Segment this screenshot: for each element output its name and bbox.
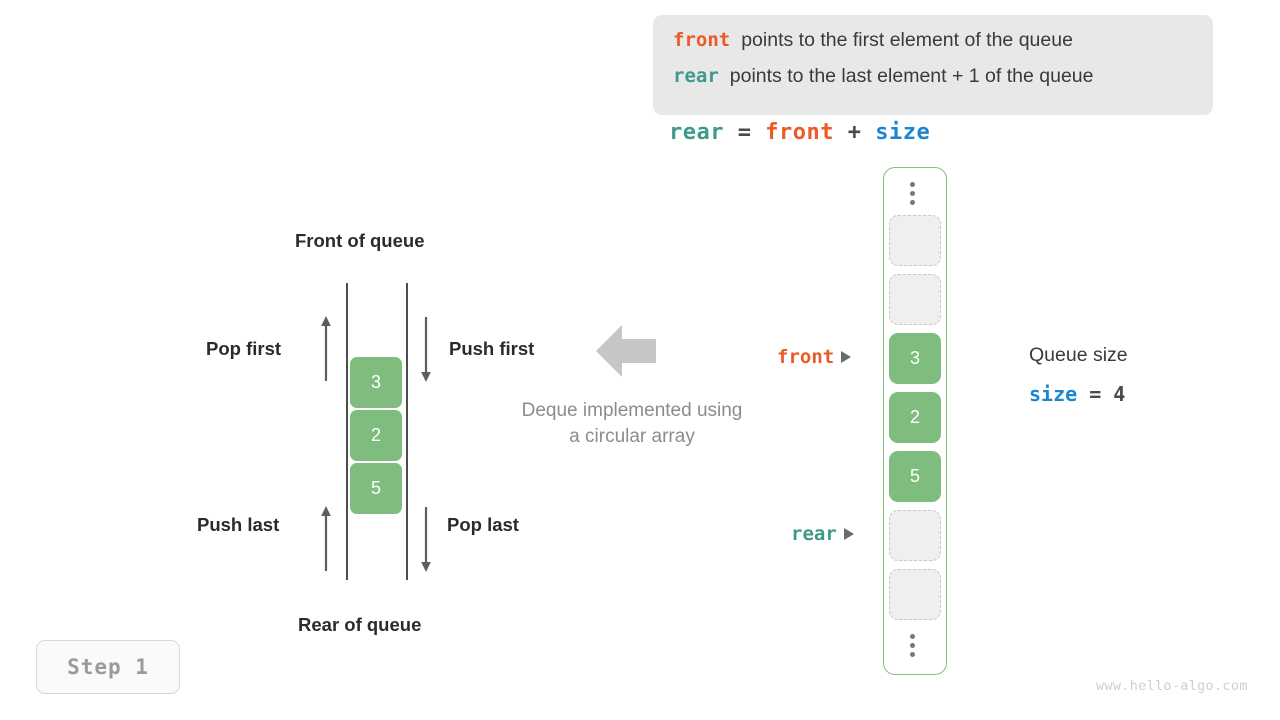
arrow-down-icon — [421, 317, 431, 382]
array-slot: 2 — [889, 392, 941, 443]
big-left-arrow-icon — [596, 325, 656, 377]
size-equals: = — [1077, 382, 1114, 406]
formula-rear: rear — [669, 120, 724, 145]
array-slot — [889, 274, 941, 325]
legend-text-rear: points to the last element + 1 of the qu… — [729, 65, 1094, 87]
legend-line-front: front points to the first element of the… — [673, 29, 1193, 65]
rear-of-queue-label: Rear of queue — [298, 614, 422, 635]
deque-cell: 2 — [350, 410, 402, 461]
formula-equals: = — [723, 120, 766, 145]
watermark: www.hello-algo.com — [1096, 678, 1248, 694]
diagram-caption: Deque implemented using a circular array — [492, 398, 772, 450]
size-variable: size — [1029, 382, 1078, 406]
label-pop-first: Pop first — [206, 338, 282, 359]
array-slot — [889, 510, 941, 561]
legend-line-rear: rear points to the last element + 1 of t… — [673, 65, 1193, 101]
arrow-up-icon — [321, 316, 331, 381]
size-value: 4 — [1113, 382, 1126, 406]
queue-size-title: Queue size — [1029, 344, 1128, 366]
step-badge: Step 1 — [36, 640, 180, 694]
arrow-down-icon — [421, 507, 431, 572]
formula-rear-equals-front-plus-size: rear = front + size — [669, 120, 930, 145]
deque-rail-right — [406, 283, 408, 580]
array-slot — [889, 215, 941, 266]
array-slot: 3 — [889, 333, 941, 384]
legend-keyword-front: front — [673, 29, 731, 51]
pointer-front-label: front — [777, 346, 835, 368]
legend-text-front: points to the first element of the queue — [741, 29, 1073, 51]
legend-keyword-rear: rear — [673, 65, 719, 87]
pointer-rear: rear — [791, 523, 854, 545]
array-slot — [889, 569, 941, 620]
deque-cell: 5 — [350, 463, 402, 514]
deque-cell: 3 — [350, 357, 402, 408]
vertical-ellipsis-icon — [910, 634, 915, 657]
formula-plus: + — [833, 120, 876, 145]
label-push-first: Push first — [449, 338, 535, 359]
triangle-right-icon — [841, 351, 852, 363]
formula-front: front — [765, 120, 834, 145]
formula-size: size — [875, 120, 931, 145]
legend-box: front points to the first element of the… — [653, 15, 1213, 115]
pointer-rear-label: rear — [791, 523, 837, 545]
caption-line-2: a circular array — [569, 426, 695, 447]
arrow-up-icon — [321, 506, 331, 571]
triangle-right-icon — [843, 528, 854, 540]
vertical-ellipsis-icon — [910, 182, 915, 205]
queue-size-expression: size = 4 — [1029, 382, 1125, 406]
front-of-queue-label: Front of queue — [295, 230, 425, 251]
deque-rail-left — [346, 283, 348, 580]
label-pop-last: Pop last — [447, 514, 519, 535]
array-slot: 5 — [889, 451, 941, 502]
caption-line-1: Deque implemented using — [521, 400, 743, 421]
label-push-last: Push last — [197, 514, 280, 535]
pointer-front: front — [777, 346, 852, 368]
